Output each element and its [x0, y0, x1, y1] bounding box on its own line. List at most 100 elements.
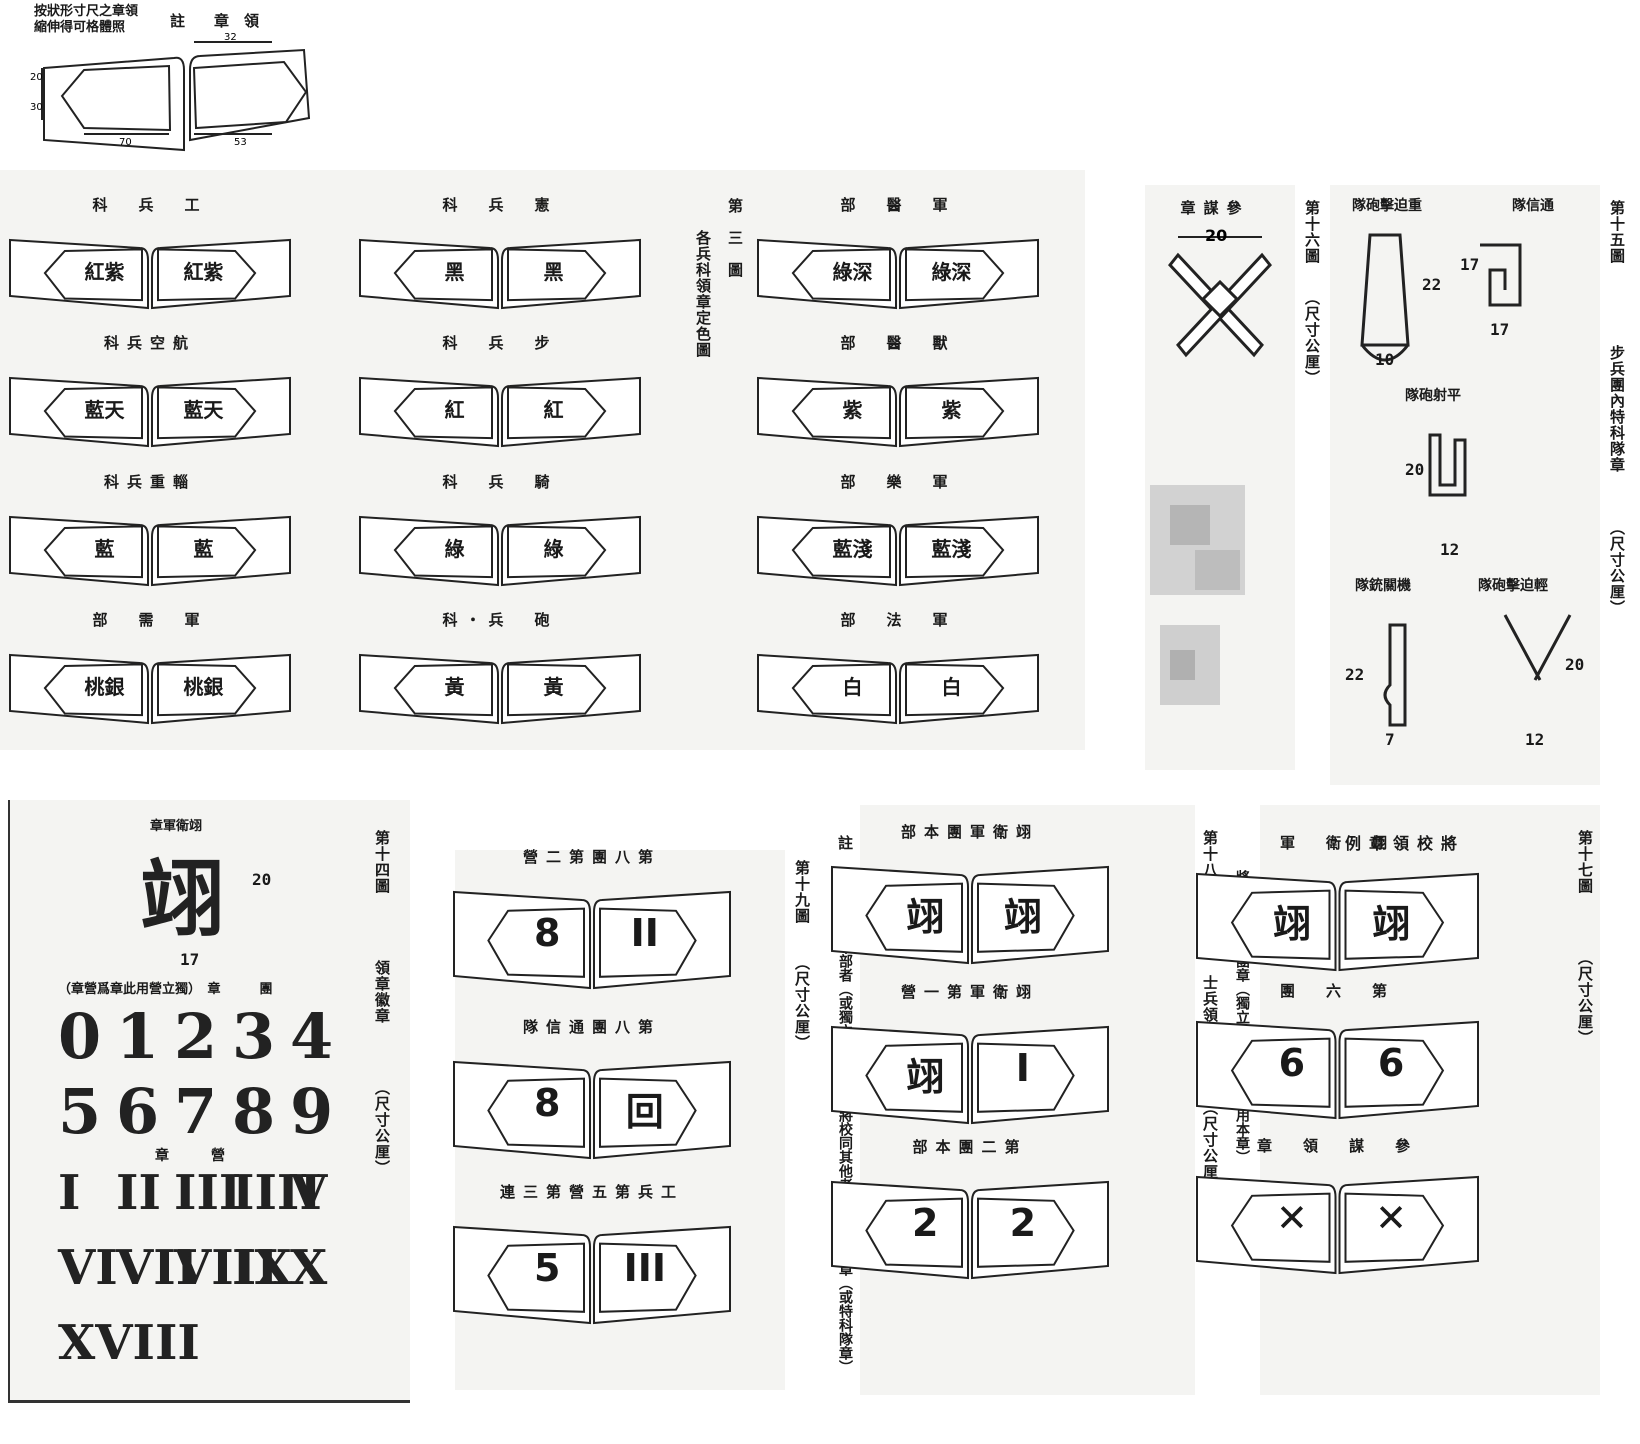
fig18-patch-0-left-text: 翊	[906, 895, 945, 939]
yi-character: 翊	[140, 850, 225, 948]
figure-18-dims: （尺寸公厘）	[1201, 1100, 1219, 1196]
svg-text:20: 20	[30, 72, 43, 83]
fig3-patch-5-left-text: 紅	[444, 398, 465, 422]
digit-3: 8	[232, 1075, 276, 1148]
top-note-text: 按狀形寸尺之章領 縮伸得可格體照	[34, 4, 139, 35]
fig17-patch-0	[1195, 862, 1480, 972]
fig3-patch-10-right-text: 藍淺	[931, 537, 972, 561]
roman-4: V	[290, 1165, 328, 1221]
figure-15-dims: （尺寸公厘）	[1608, 520, 1626, 616]
svg-text:32: 32	[224, 32, 237, 43]
digit-0: 5	[58, 1075, 102, 1148]
fig3-patch-11-left-text: 白	[842, 675, 863, 699]
fig17-patch-1	[1195, 1010, 1480, 1120]
fig15-insignia-drawings	[1360, 233, 1572, 727]
fig3-patch-9-right-text: 紫	[941, 398, 962, 422]
fig3-patch-1-left-text: 藍天	[84, 398, 125, 422]
fig3-patch-4-left-text: 黑	[444, 260, 465, 284]
figure-17-dims: （尺寸公厘）	[1576, 950, 1594, 1046]
fig15-dim-5: 12	[1440, 540, 1460, 559]
figure-16-dims: （尺寸公厘）	[1303, 290, 1321, 386]
fig3-patch-2-right-text: 藍	[193, 537, 214, 561]
fig15-dim-6: 22	[1345, 665, 1365, 684]
light-mortar-label: 隊砲擊迫輕	[1478, 578, 1548, 594]
fig15-dim-9: 12	[1525, 730, 1545, 749]
roman-4: X	[290, 1240, 328, 1296]
fig3-patch-0-left-text: 紅紫	[84, 260, 125, 284]
figure-16-panel: 章謀參 20	[1145, 185, 1295, 770]
fig3-patch-8	[756, 228, 1040, 310]
figure-3-number: 第 三 圖	[726, 198, 744, 278]
fig15-dim-1: 10	[1375, 350, 1395, 369]
fig19-patch-1-left-text: 8	[533, 1081, 561, 1125]
svg-text:53: 53	[234, 137, 247, 148]
fig19-patch-2-right-text: III	[623, 1246, 666, 1290]
fig3-patch-2-label: 科兵重輜	[103, 473, 196, 491]
fig3-patch-8-label: 部 醫 軍	[840, 196, 956, 214]
fig17-patch-1-right-text: 6	[1377, 1041, 1405, 1085]
fig3-patch-8-right-text: 綠深	[931, 260, 972, 284]
machine-gun-label: 隊銃關機	[1355, 578, 1411, 594]
fig3-patch-7-label: 科・兵 砲	[442, 611, 558, 629]
digit-4: 4	[290, 1000, 334, 1073]
fig3-patch-4-label: 科 兵 憲	[442, 196, 558, 214]
fig3-patch-11-right-text: 白	[941, 675, 962, 699]
fig3-patch-3-right-text: 桃銀	[183, 675, 224, 699]
fig18-patch-0	[830, 855, 1110, 965]
digit-2: 2	[174, 1000, 218, 1073]
top-note-diagram: 按狀形寸尺之章領 縮伸得可格體照 註 章 領 32 20 30 70 53	[24, 0, 324, 160]
fig17-patch-1-left-text: 6	[1278, 1041, 1306, 1085]
fig3-patch-7	[358, 643, 642, 725]
fig3-patch-10-left-text: 藍淺	[832, 537, 873, 561]
collar-outline-diagram: 32 20 30 70 53	[30, 32, 311, 152]
fig17-patch-2-label: 章 領 謀 參	[1256, 1137, 1418, 1155]
blurred-region	[1150, 485, 1245, 705]
roman-1: II	[116, 1165, 161, 1221]
fig15-dim-2: 17	[1460, 255, 1480, 274]
figure-14-title: 章軍衛翊	[150, 819, 203, 834]
figure-19-number: 第十九圖	[793, 860, 811, 924]
fig3-patch-1	[8, 366, 292, 448]
fig3-patch-10-label: 部 樂 軍	[840, 473, 956, 491]
fig3-patch-6-right-text: 綠	[543, 537, 564, 561]
fig3-patch-0-right-text: 紅紫	[183, 260, 224, 284]
figure-17-number: 第十七圖	[1576, 830, 1594, 894]
fig3-patch-2	[8, 505, 292, 587]
fig19-patch-1	[452, 1050, 732, 1160]
svg-text:30: 30	[30, 102, 43, 113]
fig19-patch-0-left-text: 8	[533, 911, 561, 955]
fig3-patch-5	[358, 366, 642, 448]
fig3-patch-8-left-text: 綠深	[832, 260, 873, 284]
roman-0: XVIII	[58, 1315, 200, 1371]
fig19-patch-2	[452, 1215, 732, 1325]
fig19-patch-2-label: 連三第營五第兵工	[499, 1183, 684, 1201]
fig15-dim-8: 20	[1565, 655, 1585, 674]
fig19-patch-0	[452, 880, 732, 990]
fig18-patch-1-right-text: I	[1015, 1046, 1030, 1090]
fig3-patch-11	[756, 643, 1040, 725]
figure-16-dim: 20	[1205, 226, 1227, 245]
fig3-patch-3-label: 部 需 軍	[92, 611, 208, 629]
figure-3-caption: 各兵科領章定色圖	[694, 230, 712, 358]
fig15-dim-4: 20	[1405, 460, 1425, 479]
fig18-patch-1	[830, 1015, 1110, 1125]
figure-14-dim-w: 17	[180, 950, 200, 969]
figure-16-title: 章謀參	[1180, 199, 1250, 217]
fig3-patch-5-right-text: 紅	[543, 398, 564, 422]
fig17-patch-2	[1195, 1165, 1480, 1275]
fig19-patch-1-right-text: 回	[625, 1090, 664, 1134]
figure-14-dim-h: 20	[252, 870, 272, 889]
fig18-patch-2-label: 部本團二第	[912, 1138, 1028, 1156]
figure-15-panel: 隊砲擊迫重 隊信通 隊砲射平 隊銃關機 隊砲擊迫輕 22 10 17 17 20	[1330, 185, 1600, 785]
signal-team-label: 隊信通	[1512, 198, 1554, 214]
top-note-title: 章 領	[214, 12, 260, 30]
fig3-patch-9	[756, 366, 1040, 448]
figure-17-title: 例章領校將	[1345, 834, 1466, 853]
figure-14-dims: （尺寸公厘）	[373, 1080, 391, 1176]
roman-3: IIII	[232, 1165, 322, 1221]
fig3-patch-3-left-text: 桃銀	[84, 675, 125, 699]
figure-15-number: 第十五圖	[1608, 200, 1626, 264]
